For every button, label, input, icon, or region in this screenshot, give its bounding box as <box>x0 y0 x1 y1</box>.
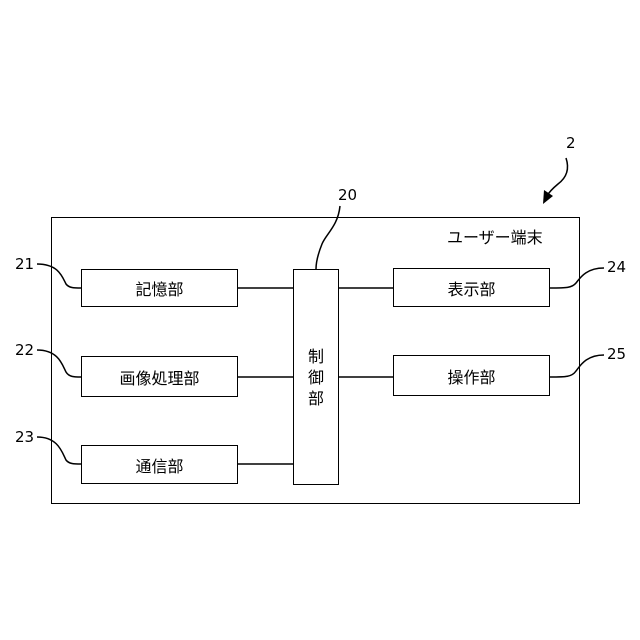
ref-23: 23 <box>15 430 34 445</box>
storage-unit-box: 記憶部 <box>81 269 238 307</box>
image-processing-unit-label: 画像処理部 <box>119 365 199 389</box>
arrow-2-head <box>543 190 553 204</box>
storage-unit-label: 記憶部 <box>135 276 183 300</box>
arrow-2-shaft <box>547 158 568 196</box>
controller-char-3: 部 <box>306 388 326 409</box>
operation-unit-label: 操作部 <box>447 364 495 388</box>
controller-char-2: 御 <box>306 367 326 388</box>
ref-25: 25 <box>607 347 626 362</box>
leader-20 <box>316 206 340 269</box>
communication-unit-box: 通信部 <box>81 445 238 484</box>
ref-24: 24 <box>607 260 626 275</box>
communication-unit-label: 通信部 <box>135 453 183 477</box>
controller-char-1: 制 <box>306 346 326 367</box>
leader-23 <box>37 437 81 464</box>
display-unit-box: 表示部 <box>393 268 550 307</box>
operation-unit-box: 操作部 <box>393 355 550 396</box>
ref-22: 22 <box>15 343 34 358</box>
leader-25 <box>550 355 604 377</box>
leader-24 <box>550 268 604 288</box>
ref-21: 21 <box>15 257 34 272</box>
controller-label: 制 御 部 <box>306 346 326 409</box>
leader-22 <box>37 350 81 377</box>
ref-20: 20 <box>338 188 357 203</box>
leader-21 <box>37 264 81 288</box>
ref-2: 2 <box>566 136 576 151</box>
image-processing-unit-box: 画像処理部 <box>81 356 238 397</box>
display-unit-label: 表示部 <box>447 276 495 300</box>
